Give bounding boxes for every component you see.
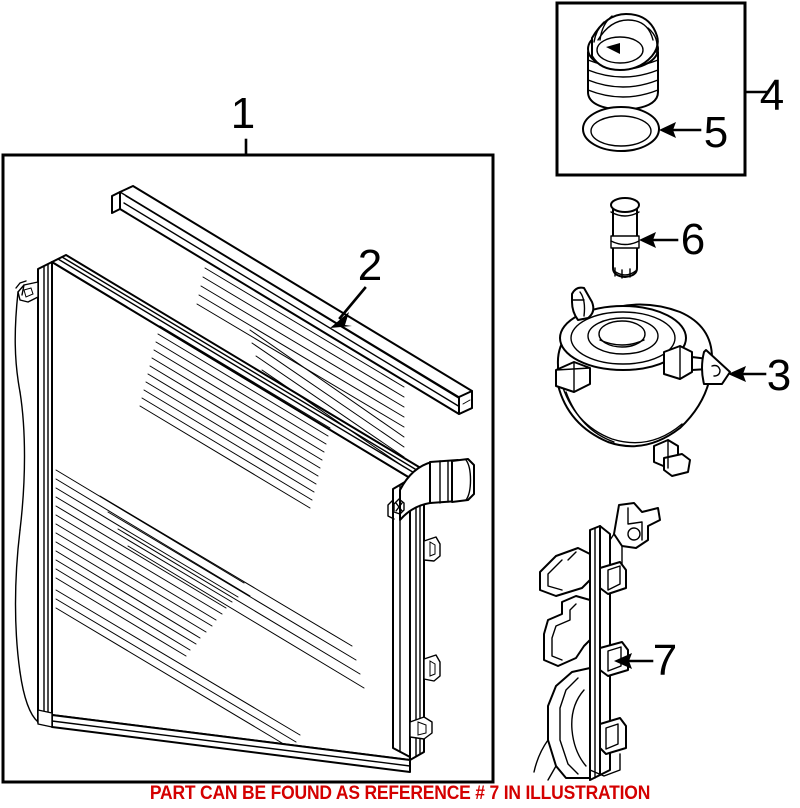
callout-number-4: 4 <box>760 71 784 120</box>
radiator-fin-hatching-mid <box>99 495 365 689</box>
callout-2-leader <box>330 286 367 328</box>
callout-number-7: 7 <box>653 636 677 685</box>
callout-6-leader <box>639 232 679 248</box>
reference-note: PART CAN BE FOUND AS REFERENCE # 7 IN IL… <box>149 783 651 804</box>
radiator-fin-hatching-upper <box>139 325 331 509</box>
radiator-fin-hatching-lower-long <box>55 589 301 750</box>
callout-number-2: 2 <box>358 241 382 290</box>
callout-number-6: 6 <box>681 215 705 264</box>
radiator-fin-hatching-upper-right <box>196 267 405 468</box>
radiator-core-assembly <box>14 254 475 773</box>
callout-7-leader <box>614 653 654 669</box>
air-deflector-strip <box>111 185 473 415</box>
hose-connector-nipple <box>610 197 640 279</box>
callout-5-leader <box>659 122 702 138</box>
expansion-tank-cap <box>587 13 659 111</box>
cap-o-ring-seal <box>582 106 660 152</box>
air-guide-bracket <box>533 502 661 781</box>
coolant-expansion-tank <box>555 286 731 477</box>
callout-number-5: 5 <box>704 108 728 157</box>
callout-number-1: 1 <box>231 89 255 138</box>
callout-3-leader <box>728 366 767 382</box>
callout-number-3: 3 <box>767 351 791 400</box>
radiator-fin-hatching-lower <box>55 469 251 657</box>
